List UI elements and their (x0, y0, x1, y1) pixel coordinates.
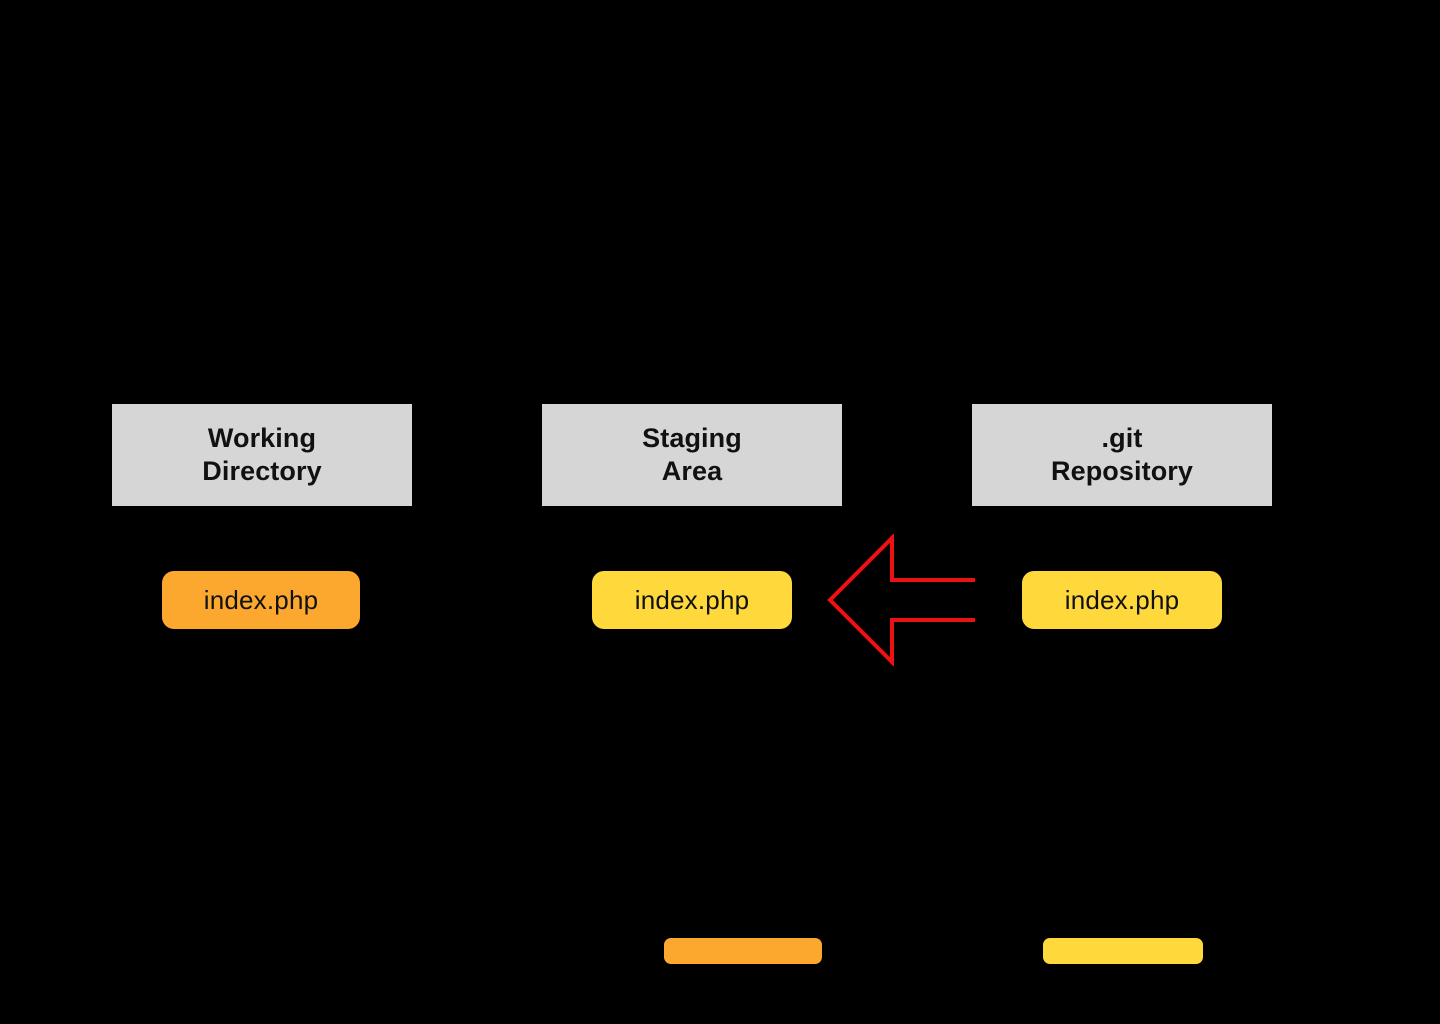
column-header-git-repository-line2: Repository (1050, 456, 1194, 486)
column-header-staging-area: Staging Area (542, 404, 842, 506)
legend-swatch-staged (1043, 938, 1203, 964)
column-header-staging-area-line1: Staging (642, 423, 742, 454)
column-header-git-repository-line1: .git (1101, 423, 1143, 454)
column-header-staging-area-line2: Area (661, 456, 723, 486)
file-pill-git-repository-label: index.php (1064, 584, 1180, 615)
file-pill-staging-area-label: index.php (634, 584, 750, 615)
file-pill-working-directory-label: index.php (203, 584, 319, 615)
column-header-git-repository: .git Repository (972, 404, 1272, 506)
legend-swatch-modified (664, 938, 822, 964)
column-header-working-directory-line1: Working (207, 423, 317, 454)
column-header-working-directory-line2: Directory (202, 456, 322, 486)
arrow-left-outline (827, 533, 975, 667)
column-header-working-directory: Working Directory (112, 404, 412, 506)
file-pill-working-directory: index.php (162, 571, 360, 629)
arrow-left-icon (827, 533, 975, 667)
file-pill-staging-area: index.php (592, 571, 792, 629)
file-pill-git-repository: index.php (1022, 571, 1222, 629)
